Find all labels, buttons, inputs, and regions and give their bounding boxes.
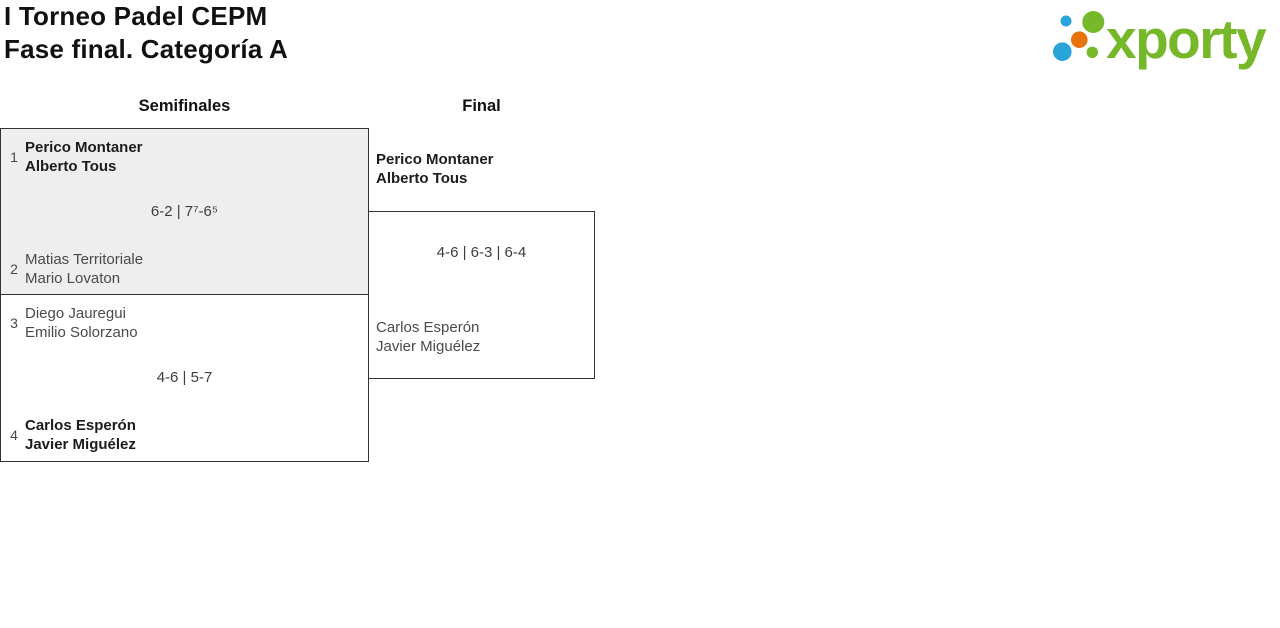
logo-dot-green-large	[1082, 11, 1105, 33]
team-territoriale-lovaton: 2 Matias Territoriale Mario Lovaton	[3, 250, 143, 288]
xporty-logo[interactable]: xporty	[1048, 0, 1280, 75]
phase-category: Fase final. Categoría A	[4, 34, 288, 64]
seed-number: 3	[10, 315, 18, 331]
match-score: 4-6 | 5-7	[156, 369, 213, 386]
player-name: Perico Montaner	[25, 139, 143, 156]
player-name: Alberto Tous	[25, 158, 117, 175]
tournament-name: I Torneo Padel CEPM	[4, 1, 268, 31]
match-final	[368, 211, 595, 379]
seed-number: 2	[10, 261, 18, 277]
player-name: Alberto Tous	[376, 170, 468, 187]
match-score: 6-2 | 7⁷-6⁵	[150, 203, 219, 220]
player-name: Javier Miguélez	[376, 338, 481, 355]
seed-number: 4	[10, 427, 18, 443]
final-match-score: 4-6 | 6-3 | 6-4	[436, 244, 527, 261]
xporty-logo-graphic: xporty	[1053, 8, 1269, 70]
match-semifinal-1: 1 Perico Montaner Alberto Tous 6-2 | 7⁷-…	[0, 128, 369, 295]
player-name: Matias Territoriale	[25, 251, 144, 268]
logo-wordmark: xporty	[1106, 8, 1267, 70]
player-name: Javier Miguélez	[25, 436, 136, 453]
logo-dot-blue-large	[1053, 42, 1072, 61]
logo-dot-blue-small	[1060, 15, 1072, 27]
player-name: Emilio Solorzano	[25, 324, 138, 341]
player-name: Diego Jauregui	[25, 305, 126, 322]
seed-number: 1	[10, 149, 18, 165]
team-montaner-tous: 1 Perico Montaner Alberto Tous	[3, 138, 143, 176]
round-header-semifinals: Semifinales	[138, 97, 231, 115]
player-name: Perico Montaner	[376, 151, 494, 168]
round-header-final: Final	[462, 97, 501, 115]
logo-dot-orange	[1071, 31, 1088, 48]
match-semifinal-2: 3 Diego Jauregui Emilio Solorzano 4-6 | …	[0, 295, 369, 462]
logo-dot-green-small	[1086, 46, 1098, 58]
player-name: Mario Lovaton	[25, 270, 121, 287]
team-esperon-miguelez: 4 Carlos Esperón Javier Miguélez	[3, 416, 136, 454]
player-name: Carlos Esperón	[376, 319, 480, 336]
final-team-montaner-tous: Perico Montaner Alberto Tous	[376, 150, 494, 188]
player-name: Carlos Esperón	[25, 417, 136, 434]
final-team-esperon-miguelez: Carlos Esperón Javier Miguélez	[376, 318, 480, 356]
team-jauregui-solorzano: 3 Diego Jauregui Emilio Solorzano	[3, 304, 138, 342]
page-title: I Torneo Padel CEPM Fase final. Categorí…	[4, 0, 288, 66]
